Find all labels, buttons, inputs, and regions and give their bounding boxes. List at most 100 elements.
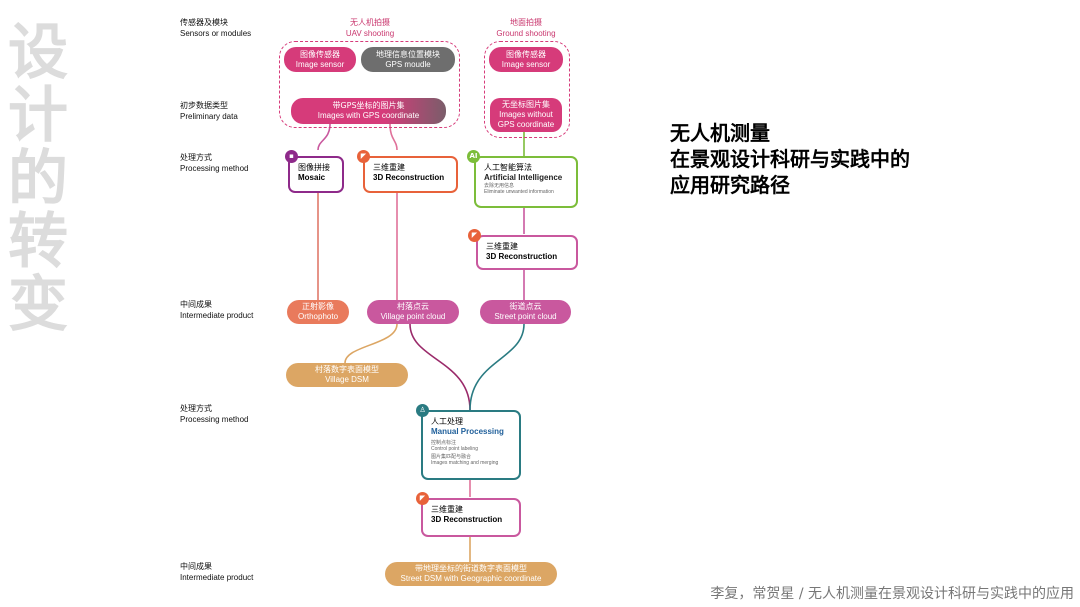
node-manual-processing: 人工处理 Manual Processing 控制点标注 Control poi… [421, 410, 521, 480]
node-reconstruction-2: 三维重建 3D Reconstruction [476, 235, 578, 270]
node-small: 去除无用信息 [484, 183, 515, 189]
node-zh: 地理信息位置模块 [376, 49, 440, 59]
node-images-gps: 带GPS坐标的图片集 Images with GPS coordinate [291, 98, 446, 124]
ground-group-frame [484, 41, 570, 138]
node-en: Street point cloud [494, 312, 557, 321]
node-en: Artificial Intelligence [484, 173, 563, 182]
node-en: 3D Reconstruction [486, 252, 558, 261]
main-title-line: 在景观设计科研与实践中的 [670, 147, 910, 171]
node-zh: 正射影像 [302, 302, 334, 311]
node-small-en: Eliminate unwanted information [484, 189, 554, 195]
row-label-processing-2: 处理方式 Processing method [180, 403, 248, 425]
row-label-en: Processing method [180, 164, 249, 173]
row-label-en: Sensors or modules [180, 29, 252, 38]
node-zh: 村落数字表面模型 [315, 365, 379, 374]
node-reconstruction-1: 三维重建 3D Reconstruction [363, 156, 458, 193]
row-label-zh: 处理方式 [180, 153, 212, 162]
node-zh: 无坐标图片集 [502, 100, 550, 109]
node-orthophoto: 正射影像 Orthophoto [287, 300, 349, 324]
row-label-en: Intermediate product [180, 573, 254, 582]
node-en: Manual Processing [431, 427, 504, 436]
node-village-dsm: 村落数字表面模型 Village DSM [286, 363, 408, 387]
node-images-no-gps: 无坐标图片集 Images without GPS coordinate [490, 98, 562, 132]
node-zh: 三维重建 [486, 242, 518, 251]
connector-village-dsm [344, 323, 398, 364]
node-small: 控制点标注 [431, 440, 457, 446]
node-zh: 带GPS坐标的图片集 [332, 101, 405, 110]
side-title-char: 设 [8, 18, 68, 88]
reconstruction-icon: ◤ [468, 229, 481, 242]
node-small-en: Images matching and merging [431, 460, 499, 466]
node-zh: 人工处理 [431, 417, 463, 426]
row-label-en: Intermediate product [180, 311, 254, 320]
main-title: 无人机测量 在景观设计科研与实践中的 应用研究路径 [670, 120, 910, 198]
node-zh: 街道点云 [509, 302, 542, 311]
side-title-char: 转 [8, 207, 68, 277]
header-zh: 地面拍摄 [510, 18, 542, 27]
node-zh: 村落点云 [397, 302, 429, 311]
node-zh: 三维重建 [431, 505, 463, 514]
main-title-line: 应用研究路径 [670, 173, 790, 197]
node-small-en: Control point labeling [431, 446, 478, 452]
node-en: 3D Reconstruction [373, 173, 445, 182]
header-uav: 无人机拍摄 UAV shooting [320, 17, 420, 39]
reconstruction-icon: ◤ [416, 492, 429, 505]
node-image-sensor-uav: 图像传感器 Image sensor [284, 47, 356, 72]
node-zh: 带地理坐标的街道数字表面模型 [415, 564, 527, 573]
connector-street-manual [469, 323, 525, 411]
header-en: Ground shooting [496, 29, 556, 38]
header-zh: 无人机拍摄 [350, 18, 390, 27]
ai-icon: AI [467, 150, 480, 163]
node-zh: 三维重建 [373, 163, 405, 172]
row-label-zh: 传感器及模块 [180, 18, 228, 27]
node-en: GPS moudle [385, 59, 431, 69]
header-en: UAV shooting [345, 29, 395, 38]
node-en: Orthophoto [297, 312, 339, 321]
node-en: Village point cloud [380, 312, 446, 321]
reconstruction-icon: ◤ [357, 150, 370, 163]
side-title-char: 变 [8, 270, 68, 340]
side-title-char: 计 [8, 81, 68, 151]
node-street-point-cloud: 街道点云 Street point cloud [480, 300, 571, 324]
node-zh: 图像传感器 [300, 49, 340, 59]
side-title-char: 的 [8, 144, 68, 214]
node-en: 3D Reconstruction [431, 515, 503, 524]
node-en: Image sensor [295, 59, 345, 69]
header-ground: 地面拍摄 Ground shooting [484, 17, 568, 39]
row-label-intermediate-1: 中间成果 Intermediate product [180, 299, 253, 321]
mosaic-icon: ▪ [285, 150, 298, 163]
row-label-en: Processing method [180, 415, 249, 424]
uav-group-frame [279, 41, 460, 128]
row-label-intermediate-2: 中间成果 Intermediate product [180, 561, 253, 583]
node-en: Mosaic [298, 173, 326, 182]
node-en: Images with GPS coordinate [317, 111, 420, 120]
footer-citation: 李复，常贺星 / 无人机测量在景观设计科研与实践中的应用 [710, 586, 1074, 602]
node-gps-module: 地理信息位置模块 GPS moudle [361, 47, 455, 72]
connector-village-manual [409, 323, 471, 411]
row-label-zh: 中间成果 [180, 562, 212, 571]
row-label-preliminary: 初步数据类型 Preliminary data [180, 100, 238, 122]
node-mosaic: 图像拼接 Mosaic [288, 156, 344, 193]
node-small: 图片集匹配与融合 [431, 454, 472, 460]
side-title: 设 计 的 转 变 [8, 22, 72, 337]
node-image-sensor-ground: 图像传感器 Image sensor [489, 47, 563, 72]
row-label-en: Preliminary data [180, 112, 238, 121]
node-village-point-cloud: 村落点云 Village point cloud [367, 300, 459, 324]
row-label-zh: 初步数据类型 [180, 101, 228, 110]
node-ai: 人工智能算法 Artificial Intelligence 去除无用信息 El… [474, 156, 578, 208]
node-reconstruction-3: 三维重建 3D Reconstruction [421, 498, 521, 537]
node-en: Village DSM [325, 375, 369, 384]
node-zh: 图像拼接 [298, 163, 330, 172]
main-title-line: 无人机测量 [670, 121, 770, 145]
node-en: Image sensor [501, 59, 551, 69]
node-zh: 图像传感器 [506, 49, 546, 59]
node-en: Street DSM with Geographic coordinate [400, 574, 542, 583]
node-en-2: GPS coordinate [497, 120, 555, 129]
row-label-zh: 中间成果 [180, 300, 212, 309]
row-label-processing-1: 处理方式 Processing method [180, 152, 248, 174]
row-label-zh: 处理方式 [180, 404, 212, 413]
node-en: Images without [499, 110, 553, 119]
person-icon: ♙ [416, 404, 429, 417]
node-street-dsm: 带地理坐标的街道数字表面模型 Street DSM with Geographi… [385, 562, 557, 586]
